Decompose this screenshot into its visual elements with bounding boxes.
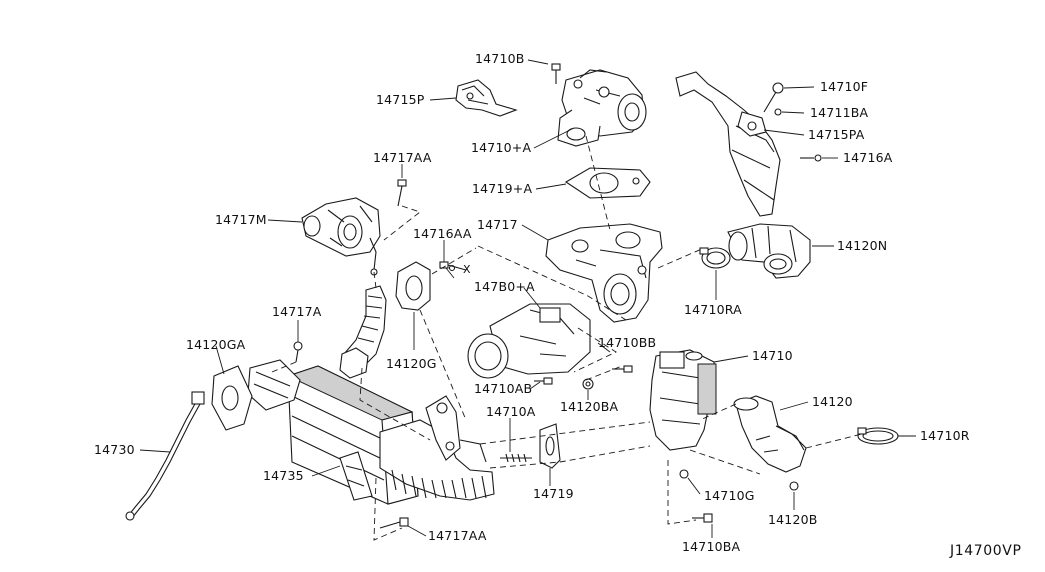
label-14710BB: 14710BB bbox=[598, 335, 657, 350]
label-14710R: 14710R bbox=[920, 428, 970, 443]
diagram-reference-id: J14700VP bbox=[950, 543, 1022, 559]
label-14120B: 14120B bbox=[768, 512, 818, 527]
sensor-14730 bbox=[125, 391, 205, 521]
label-14717AA-bottom: 14717AA bbox=[428, 528, 487, 543]
label-14716A: 14716A bbox=[843, 150, 893, 165]
gasket-14120G bbox=[395, 261, 431, 311]
label-14120N: 14120N bbox=[837, 238, 888, 253]
clamp-14710RA bbox=[699, 247, 731, 269]
label-14710: 14710 bbox=[752, 348, 793, 363]
leader-lines bbox=[139, 59, 916, 538]
egr-valve-top bbox=[557, 69, 647, 147]
label-14717AA-top: 14717AA bbox=[373, 150, 432, 165]
label-14710F: 14710F bbox=[820, 79, 869, 94]
bracket-14715P bbox=[455, 79, 518, 117]
bolt-14710AB bbox=[534, 377, 553, 385]
label-14717M: 14717M bbox=[215, 212, 267, 227]
nut-14710G bbox=[679, 469, 689, 479]
assembly-lines bbox=[271, 135, 863, 541]
gasket-14719A bbox=[564, 167, 651, 199]
egr-gas-pipe bbox=[379, 395, 495, 501]
bracket-14715PA bbox=[675, 71, 822, 217]
throttle-chamber bbox=[467, 303, 591, 379]
label-14735: 14735 bbox=[263, 468, 304, 483]
label-14710B: 14710B bbox=[475, 51, 525, 66]
valve-body-14717 bbox=[545, 223, 663, 323]
egr-valve-14710 bbox=[649, 349, 717, 451]
label-14715P: 14715P bbox=[376, 92, 425, 107]
valve-14717M bbox=[301, 197, 381, 276]
gasket-14719 bbox=[539, 423, 561, 469]
label-14120GA: 14120GA bbox=[186, 337, 246, 352]
label-14120G: 14120G bbox=[386, 356, 437, 371]
hose-14120 bbox=[733, 395, 807, 473]
clamp-14710R bbox=[857, 427, 899, 445]
label-14711BA: 14711BA bbox=[810, 105, 869, 120]
bolt-14716AA bbox=[439, 261, 467, 272]
flex-pipe bbox=[339, 285, 387, 379]
label-14710RA: 14710RA bbox=[684, 302, 742, 317]
label-14730: 14730 bbox=[94, 442, 135, 457]
label-14120BA: 14120BA bbox=[560, 399, 619, 414]
nut-14120BA bbox=[582, 378, 594, 390]
label-14715PA: 14715PA bbox=[808, 127, 865, 142]
bolt-14717AA-top bbox=[397, 179, 407, 207]
label-14719: 14719 bbox=[533, 486, 574, 501]
bolt-14710BA bbox=[692, 513, 713, 523]
label-14717A: 14717A bbox=[272, 304, 322, 319]
label-14710A-plus: 14710+A bbox=[471, 140, 532, 155]
label-14710G: 14710G bbox=[704, 488, 755, 503]
hose-14120N bbox=[727, 223, 811, 279]
label-14717: 14717 bbox=[477, 217, 518, 232]
stud-14710A bbox=[500, 453, 532, 463]
bolt-14710B bbox=[551, 63, 561, 84]
label-14719A-plus: 14719+A bbox=[472, 181, 533, 196]
label-14710AB: 14710AB bbox=[474, 381, 533, 396]
label-14710A: 14710A bbox=[486, 404, 536, 419]
label-14120: 14120 bbox=[812, 394, 853, 409]
label-147B0A-plus: 147B0+A bbox=[474, 279, 535, 294]
label-14716AA: 14716AA bbox=[413, 226, 472, 241]
bolt-14717AA-bottom bbox=[379, 517, 409, 529]
label-14710BA: 14710BA bbox=[682, 539, 741, 554]
view-marker-x: X bbox=[463, 263, 471, 276]
nut-14120B bbox=[789, 481, 799, 491]
bolt-14717A bbox=[293, 341, 303, 363]
